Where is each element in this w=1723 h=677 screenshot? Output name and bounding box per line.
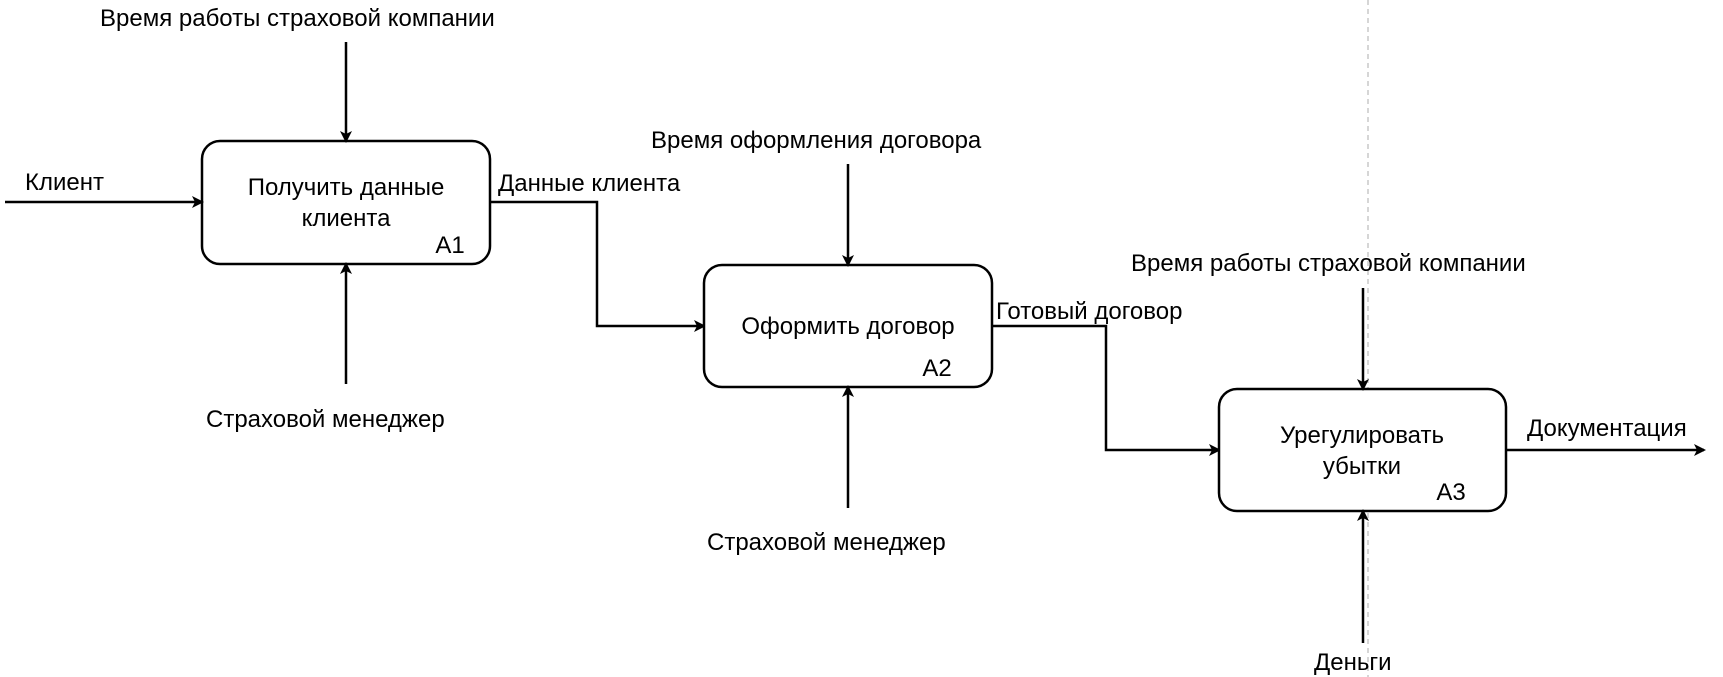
block-a3-title-line1: Урегулировать [1280,422,1444,449]
arrow-label-a1-output: Данные клиента [498,170,681,197]
block-a2-title-line1: Оформить договор [741,313,954,340]
arrow-a2-output [992,324,1221,456]
arrow-label-a3-control: Время работы страховой компании [1131,250,1526,277]
arrow-label-a1-control: Время работы страховой компании [100,5,495,32]
block-a1-title-line1: Получить данные [248,174,445,201]
arrow-label-a2-control: Время оформления договора [651,127,982,154]
block-a2-code: A2 [922,355,951,382]
arrow-label-a1-mechanism: Страховой менеджер [206,406,445,433]
arrow-a1-output [490,200,706,332]
arrow-label-a1-input: Клиент [25,169,104,196]
arrow-label-a3-output: Документация [1527,415,1687,442]
arrow-label-a3-mechanism: Деньги [1314,649,1392,676]
arrow-label-a2-mechanism: Страховой менеджер [707,529,946,556]
block-a1-code: A1 [435,232,464,259]
block-a3-title-line2: убытки [1323,453,1401,480]
block-a3-code: A3 [1436,479,1465,506]
block-a1-title-line2: клиента [302,205,392,232]
arrow-label-a2-output: Готовый договор [996,298,1182,325]
